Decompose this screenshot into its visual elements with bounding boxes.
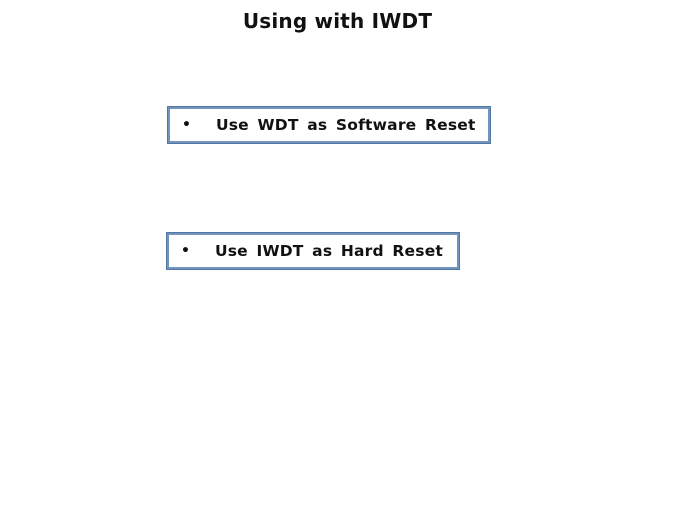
bullet-label-wdt-software-reset: Use WDT as Software Reset bbox=[215, 116, 476, 134]
callout-box-wdt-software-reset: • Use WDT as Software Reset bbox=[168, 107, 490, 143]
bullet-label-iwdt-hard-reset: Use IWDT as Hard Reset bbox=[214, 242, 444, 260]
bullet-marker: • bbox=[181, 243, 190, 259]
callout-box-iwdt-hard-reset: • Use IWDT as Hard Reset bbox=[167, 233, 459, 269]
bullet-marker: • bbox=[182, 117, 191, 133]
slide-title: Using with IWDT bbox=[242, 9, 433, 33]
